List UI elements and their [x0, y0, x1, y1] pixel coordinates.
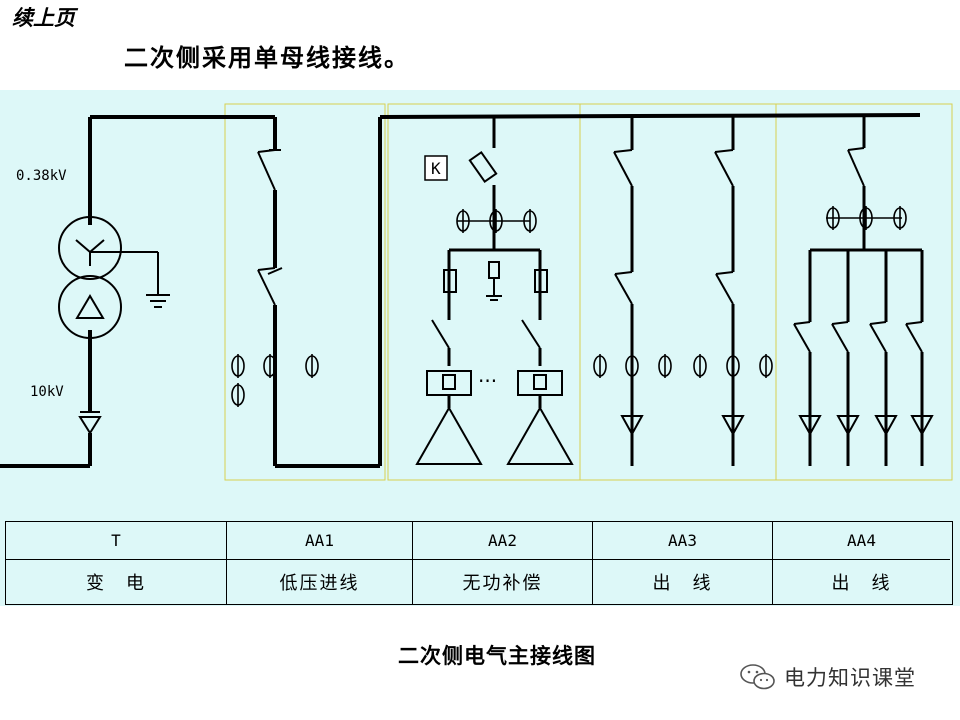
code-cell: AA4: [847, 531, 876, 550]
main-busbar: [379, 113, 921, 119]
name-cell: 出 线: [773, 559, 950, 604]
aa3-feeders: [593, 117, 773, 466]
ellipsis: ···: [478, 369, 497, 393]
name-cell: 出 线: [593, 559, 773, 604]
voltage-low-label: 0.38kV: [16, 168, 67, 184]
code-cell: T: [6, 522, 227, 559]
code-cell: AA2: [413, 522, 593, 559]
name-cell: 无功补偿: [413, 559, 593, 604]
aa1-switchgear: [231, 149, 319, 408]
watermark-brand: 电力知识课堂: [784, 666, 916, 690]
svg-text:K: K: [431, 159, 441, 178]
name-cell: 低压进线: [227, 559, 413, 604]
page-heading: 二次侧采用单母线接线。: [124, 43, 410, 72]
diagram-caption: 二次侧电气主接线图: [398, 643, 596, 668]
code-cell: AA3: [593, 522, 773, 559]
k-box: K: [424, 155, 448, 181]
cabinet-table: T AA1 AA2 AA3 AA4 变 电 低压进线 无功补偿 出 线 出 线: [5, 521, 953, 605]
wiring-diagram: 0.38kV 10kV: [0, 103, 953, 481]
aa4-feeders: [793, 115, 934, 466]
voltage-high-label: 10kV: [30, 384, 64, 400]
continued-label: 续上页: [12, 5, 75, 30]
code-cell: AA1: [227, 522, 413, 559]
aa2-capacitor-bank: [415, 117, 574, 465]
transformer-symbol: [58, 216, 170, 435]
cabinet-frames: [224, 103, 953, 481]
watermark: 电力知识课堂: [738, 662, 916, 692]
wechat-icon: [740, 664, 775, 690]
name-cell: 变 电: [6, 559, 227, 604]
